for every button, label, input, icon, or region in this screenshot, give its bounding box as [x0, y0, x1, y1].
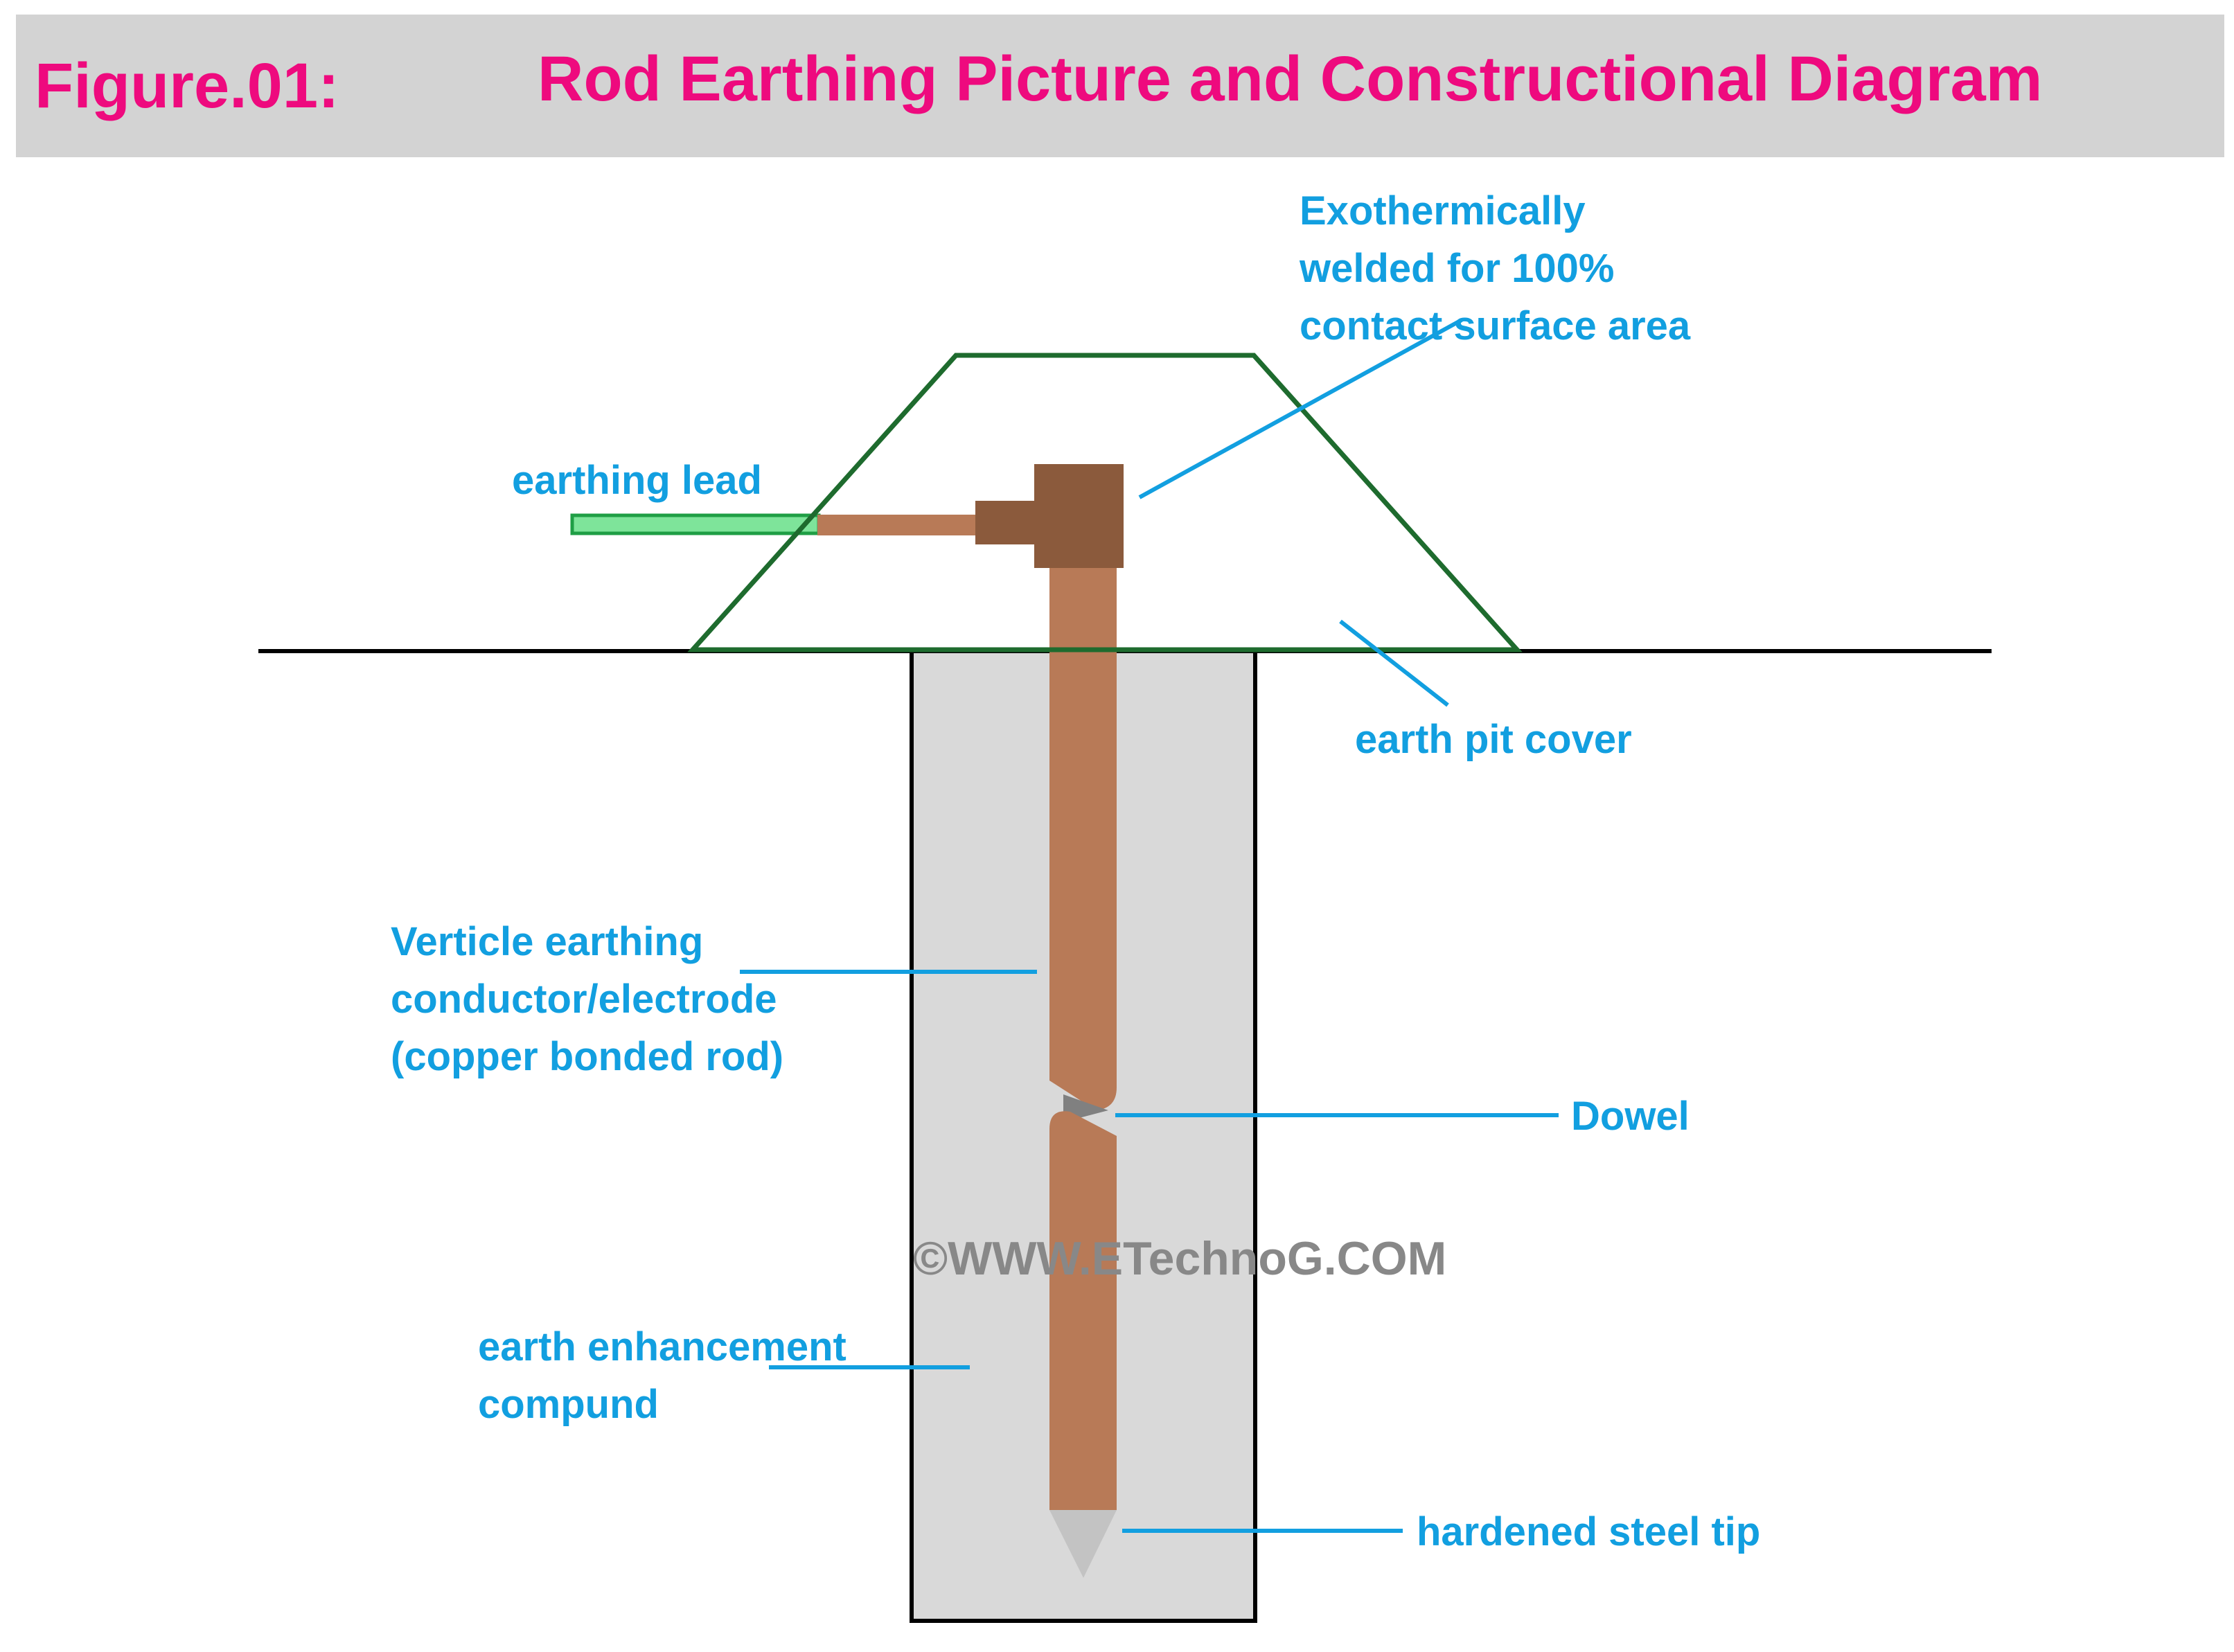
earthing-lead-cable — [570, 513, 821, 535]
pit-cover-leader-line — [1339, 619, 1449, 707]
earth-pit-cover-label: earth pit cover — [1355, 717, 1632, 762]
steel-tip-label: hardened steel tip — [1417, 1509, 1761, 1554]
header-bar — [16, 15, 2224, 157]
steel-tip-shape — [1049, 1510, 1117, 1578]
earthing-lead-label: earthing lead — [512, 458, 762, 503]
weld-leader-line — [1138, 318, 1463, 499]
weld-block-main — [1034, 464, 1124, 568]
earth-pit-cover — [687, 353, 1523, 652]
lead-copper-stub — [817, 515, 979, 535]
vertical-electrode-label: Verticle earthing conductor/electrode (c… — [391, 919, 784, 1079]
weld-block-side — [975, 501, 1036, 544]
lower-rod-section — [1049, 1111, 1117, 1510]
exothermic-weld-label: Exothermically welded for 100% contact s… — [1300, 188, 1691, 348]
enhancement-compound-label: earth enhancement compund — [478, 1324, 846, 1427]
figure-title: Rod Earthing Picture and Constructional … — [538, 44, 2043, 114]
figure-number: Figure.01: — [35, 51, 339, 121]
watermark: ©WWW.ETechnoG.COM — [913, 1232, 1447, 1285]
upper-rod-section — [1049, 568, 1117, 1110]
dowel-label: Dowel — [1571, 1094, 1690, 1139]
